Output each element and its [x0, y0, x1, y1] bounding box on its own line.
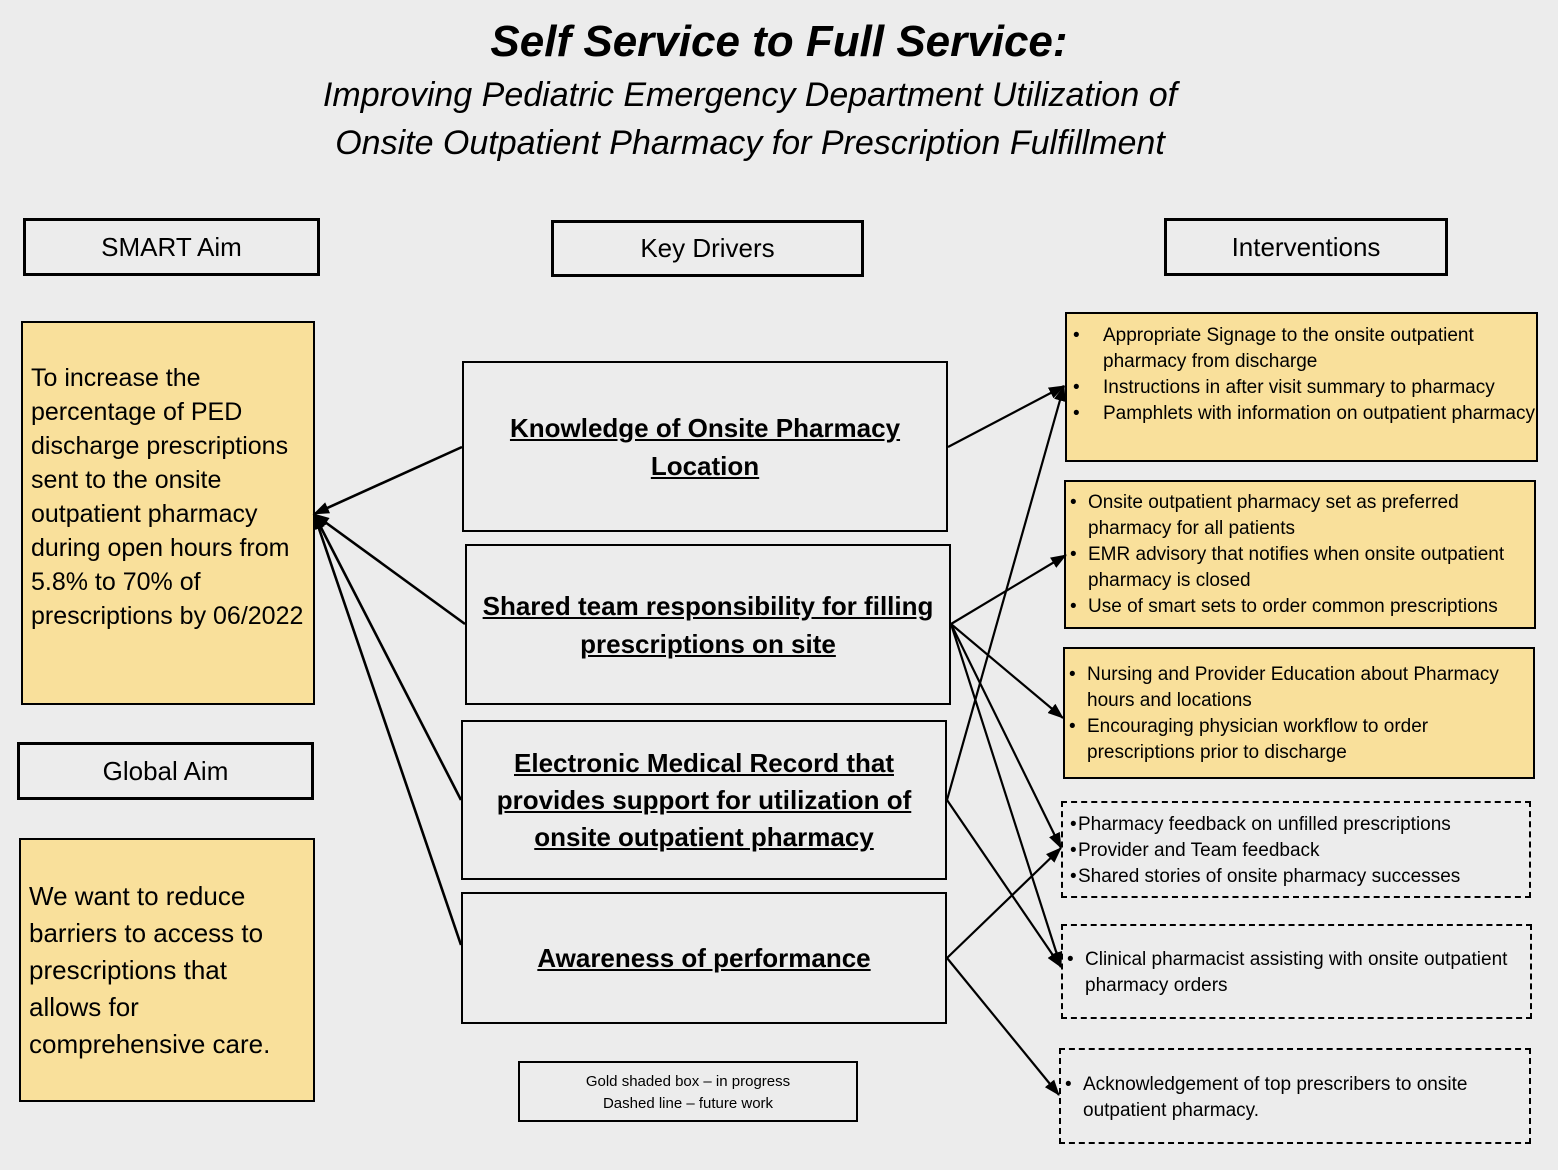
- arrow-driver-0-to-aim: [313, 445, 463, 516]
- list-item: Shared stories of onsite pharmacy succes…: [1070, 864, 1529, 890]
- list-item: Onsite outpatient pharmacy set as prefer…: [1066, 490, 1534, 542]
- arrow-driver-2-to-intervention-4: [946, 799, 1062, 968]
- driver-awareness-of-performance: Awareness of performance: [461, 892, 947, 1024]
- smart-aim-header: SMART Aim: [23, 218, 320, 276]
- arrow-driver-1-to-intervention-4: [949, 623, 1063, 968]
- global-aim-header: Global Aim: [17, 742, 314, 800]
- list-item: Nursing and Provider Education about Pha…: [1065, 662, 1533, 714]
- legend-box: Gold shaded box – in progress Dashed lin…: [518, 1061, 858, 1122]
- list-item: Pharmacy feedback on unfilled prescripti…: [1070, 812, 1529, 838]
- list-item: Pamphlets with information on outpatient…: [1067, 401, 1536, 427]
- list-item: Appropriate Signage to the onsite outpat…: [1067, 323, 1536, 375]
- list-item: Clinical pharmacist assisting with onsit…: [1063, 947, 1530, 999]
- key-drivers-header: Key Drivers: [551, 220, 864, 277]
- diagram-title: Self Service to Full Service:: [490, 17, 1068, 66]
- arrow-driver-2-to-intervention-0: [945, 385, 1066, 801]
- interventions-header: Interventions: [1164, 218, 1448, 276]
- arrow-driver-3-to-intervention-3: [946, 847, 1062, 959]
- diagram-subtitle-line-1: Improving Pediatric Emergency Department…: [322, 76, 1178, 114]
- list-item: Instructions in after visit summary to p…: [1067, 375, 1536, 401]
- smart-aim-box: To increase the percentage of PED discha…: [21, 321, 315, 705]
- arrow-driver-1-to-aim: [313, 512, 466, 626]
- list-item: Use of smart sets to order common prescr…: [1066, 594, 1534, 620]
- intervention-box-feedback: Pharmacy feedback on unfilled prescripti…: [1061, 801, 1531, 898]
- intervention-box-acknowledgement: Acknowledgement of top prescribers to on…: [1059, 1048, 1531, 1144]
- list-item: Provider and Team feedback: [1070, 838, 1529, 864]
- list-item: Acknowledgement of top prescribers to on…: [1061, 1072, 1529, 1124]
- arrow-driver-3-to-intervention-5: [946, 957, 1060, 1096]
- intervention-box-clinical-pharmacist: Clinical pharmacist assisting with onsit…: [1061, 924, 1532, 1019]
- arrow-driver-2-to-aim: [312, 513, 463, 801]
- legend-item-gold: Gold shaded box – in progress: [585, 1073, 791, 1090]
- global-aim-box: We want to reduce barriers to access to …: [19, 838, 315, 1102]
- arrow-driver-1-to-intervention-1: [950, 554, 1067, 625]
- diagram-subtitle-line-2: Onsite Outpatient Pharmacy for Prescript…: [335, 124, 1165, 162]
- intervention-box-signage: Appropriate Signage to the onsite outpat…: [1065, 312, 1538, 462]
- intervention-box-education: Nursing and Provider Education about Pha…: [1063, 647, 1535, 779]
- arrow-driver-3-to-aim: [312, 513, 463, 946]
- list-item: Encouraging physician workflow to order …: [1065, 714, 1533, 766]
- driver-shared-team-responsibility: Shared team responsibility for filling p…: [465, 544, 951, 705]
- driver-emr-support: Electronic Medical Record that provides …: [461, 720, 947, 880]
- list-item: EMR advisory that notifies when onsite o…: [1066, 542, 1534, 594]
- arrow-driver-0-to-intervention-0: [947, 385, 1065, 448]
- legend-item-dashed: Dashed line – future work: [602, 1095, 774, 1112]
- arrow-driver-1-to-intervention-2: [950, 623, 1064, 719]
- driver-knowledge-of-pharmacy-location: Knowledge of Onsite Pharmacy Location: [462, 361, 948, 532]
- arrow-driver-1-to-intervention-3: [950, 623, 1062, 849]
